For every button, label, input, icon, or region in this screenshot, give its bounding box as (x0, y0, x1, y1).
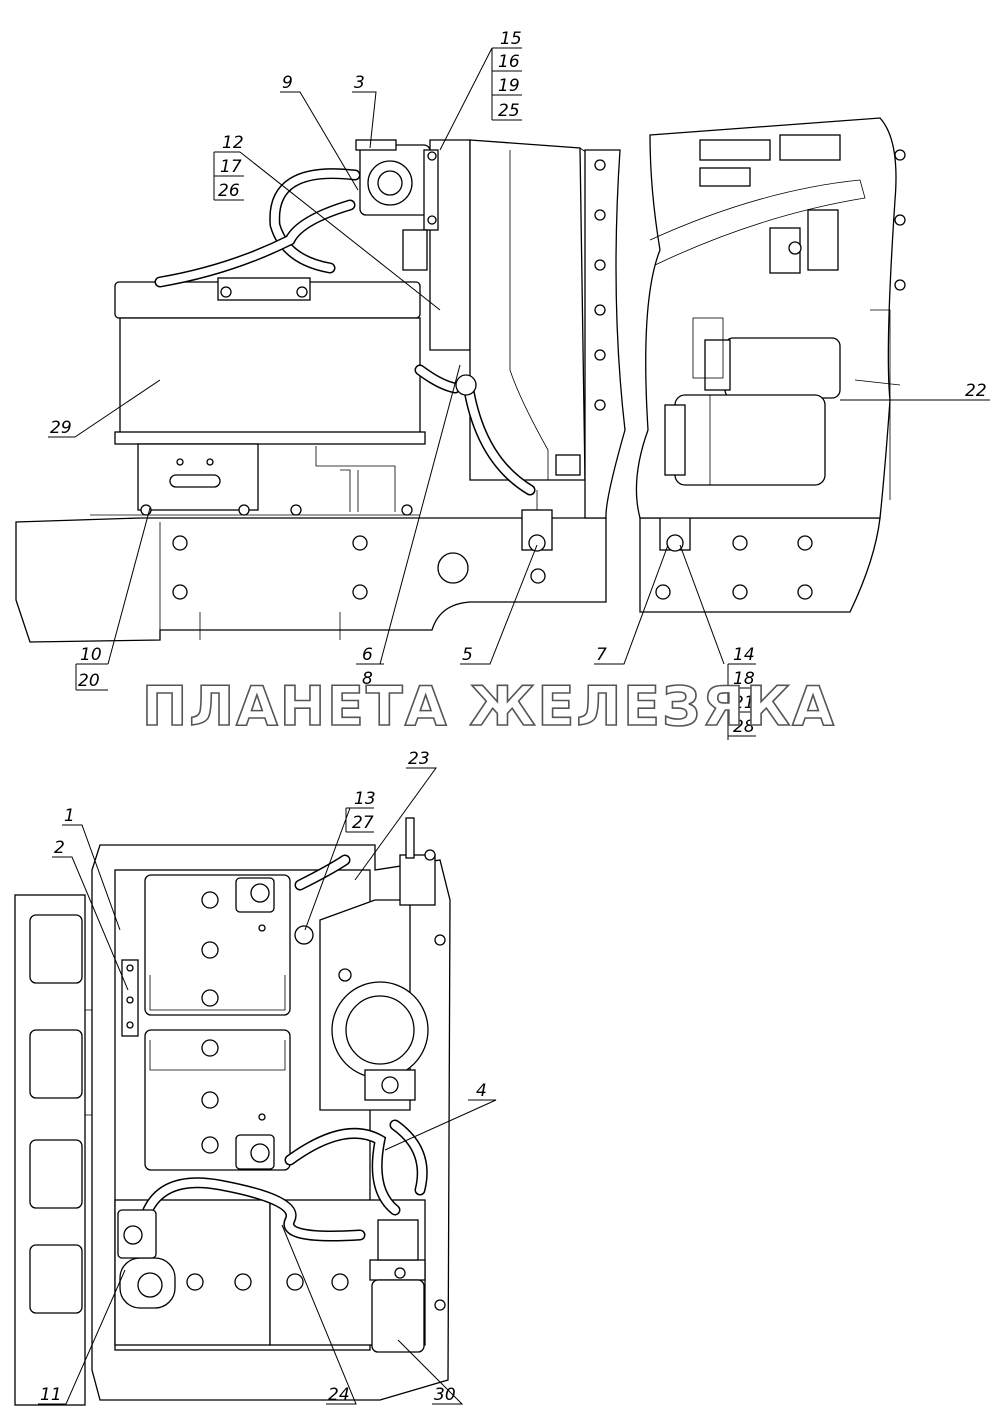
frame-rail-right (639, 517, 881, 613)
callout-23: 23 (408, 749, 430, 769)
callout-24: 24 (328, 1385, 350, 1405)
callout-18: 18 (733, 669, 755, 689)
callout-25: 25 (498, 101, 520, 121)
callout-29: 29 (50, 418, 72, 438)
battery-1 (144, 874, 291, 1016)
callout-2: 2 (54, 838, 65, 858)
callout-labels: 3 9 15 16 19 25 12 17 26 29 22 10 20 6 8… (40, 29, 987, 1405)
callout-11: 11 (40, 1385, 62, 1405)
top-view-assembly (14, 817, 451, 1406)
callout-28: 28 (733, 717, 755, 737)
callout-8: 8 (362, 669, 373, 689)
callout-26: 26 (218, 181, 240, 201)
leader-lines (38, 47, 990, 1405)
callout-15: 15 (500, 29, 522, 49)
callout-19: 19 (498, 76, 520, 96)
callout-4: 4 (476, 1081, 487, 1101)
callout-7: 7 (596, 645, 607, 665)
hoses-plan-view (117, 854, 428, 1259)
callout-20: 20 (78, 671, 100, 691)
callout-10: 10 (80, 645, 102, 665)
frame-rail-left (15, 517, 607, 643)
callout-22: 22 (965, 381, 987, 401)
callout-13: 13 (354, 789, 376, 809)
callout-12: 12 (222, 133, 244, 153)
frame-rail-plan (14, 894, 100, 1406)
side-view-assembly (15, 117, 906, 643)
callout-16: 16 (498, 52, 520, 72)
callout-9: 9 (282, 73, 293, 93)
valve-30 (369, 1219, 426, 1353)
callout-14: 14 (733, 645, 755, 665)
battery-2 (144, 1029, 291, 1171)
battery-box (90, 277, 426, 516)
air-compressor (319, 817, 446, 1311)
engine-compartment (635, 117, 906, 519)
callout-27: 27 (352, 813, 374, 833)
watermark: ПЛАНЕТА ЖЕЛЕЗЯКА (142, 675, 836, 738)
callout-3: 3 (354, 73, 365, 93)
callout-30: 30 (434, 1385, 456, 1405)
callout-6: 6 (362, 645, 373, 665)
pneumatic-coupling-head (355, 139, 439, 271)
callout-5: 5 (462, 645, 473, 665)
frame-holes-left (172, 535, 546, 600)
frame-holes-right (655, 535, 813, 600)
radiator-panel (429, 139, 626, 519)
callout-17: 17 (220, 157, 242, 177)
callout-1: 1 (64, 806, 75, 826)
callout-21: 21 (733, 693, 755, 713)
